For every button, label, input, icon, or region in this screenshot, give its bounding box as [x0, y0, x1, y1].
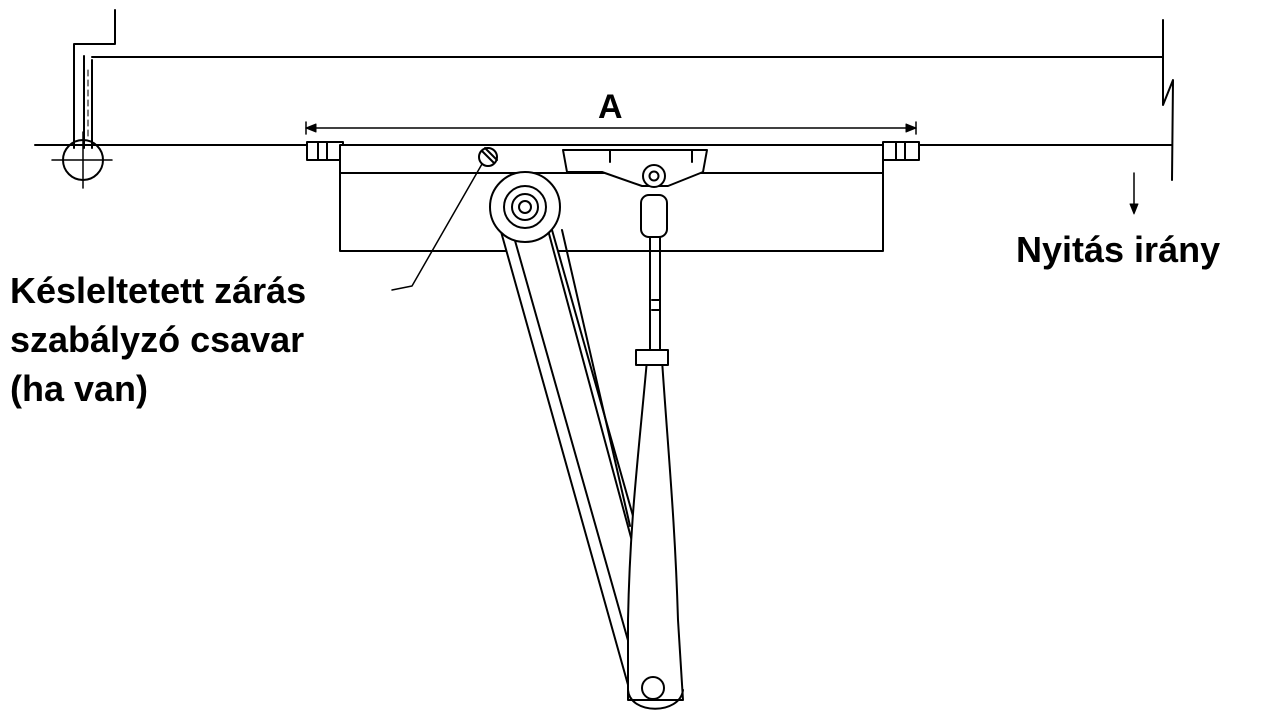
forearm	[627, 194, 684, 710]
left-mount-bracket	[306, 141, 344, 161]
dimension-a-line	[305, 121, 917, 135]
right-mount-bracket	[882, 141, 920, 161]
screw-leader-line	[391, 163, 483, 291]
screw-label-line-3: (ha van)	[10, 368, 149, 409]
screw-label-line-2: szabályzó csavar	[10, 319, 305, 360]
opening-direction-arrow	[1129, 172, 1139, 215]
adjustment-screw	[478, 147, 498, 167]
door-frame	[73, 9, 116, 149]
screw-label-line-1: Késleltetett zárás	[10, 270, 307, 311]
pinion-shaft	[489, 171, 561, 243]
opening-direction-label: Nyitás irány	[1016, 229, 1221, 270]
dimension-a-label: A	[598, 88, 623, 126]
hinge-pivot	[51, 131, 113, 189]
adjustment-screw-label: Késleltetett zárás szabályzó csavar (ha …	[10, 266, 306, 413]
arm-shoe	[562, 149, 708, 188]
